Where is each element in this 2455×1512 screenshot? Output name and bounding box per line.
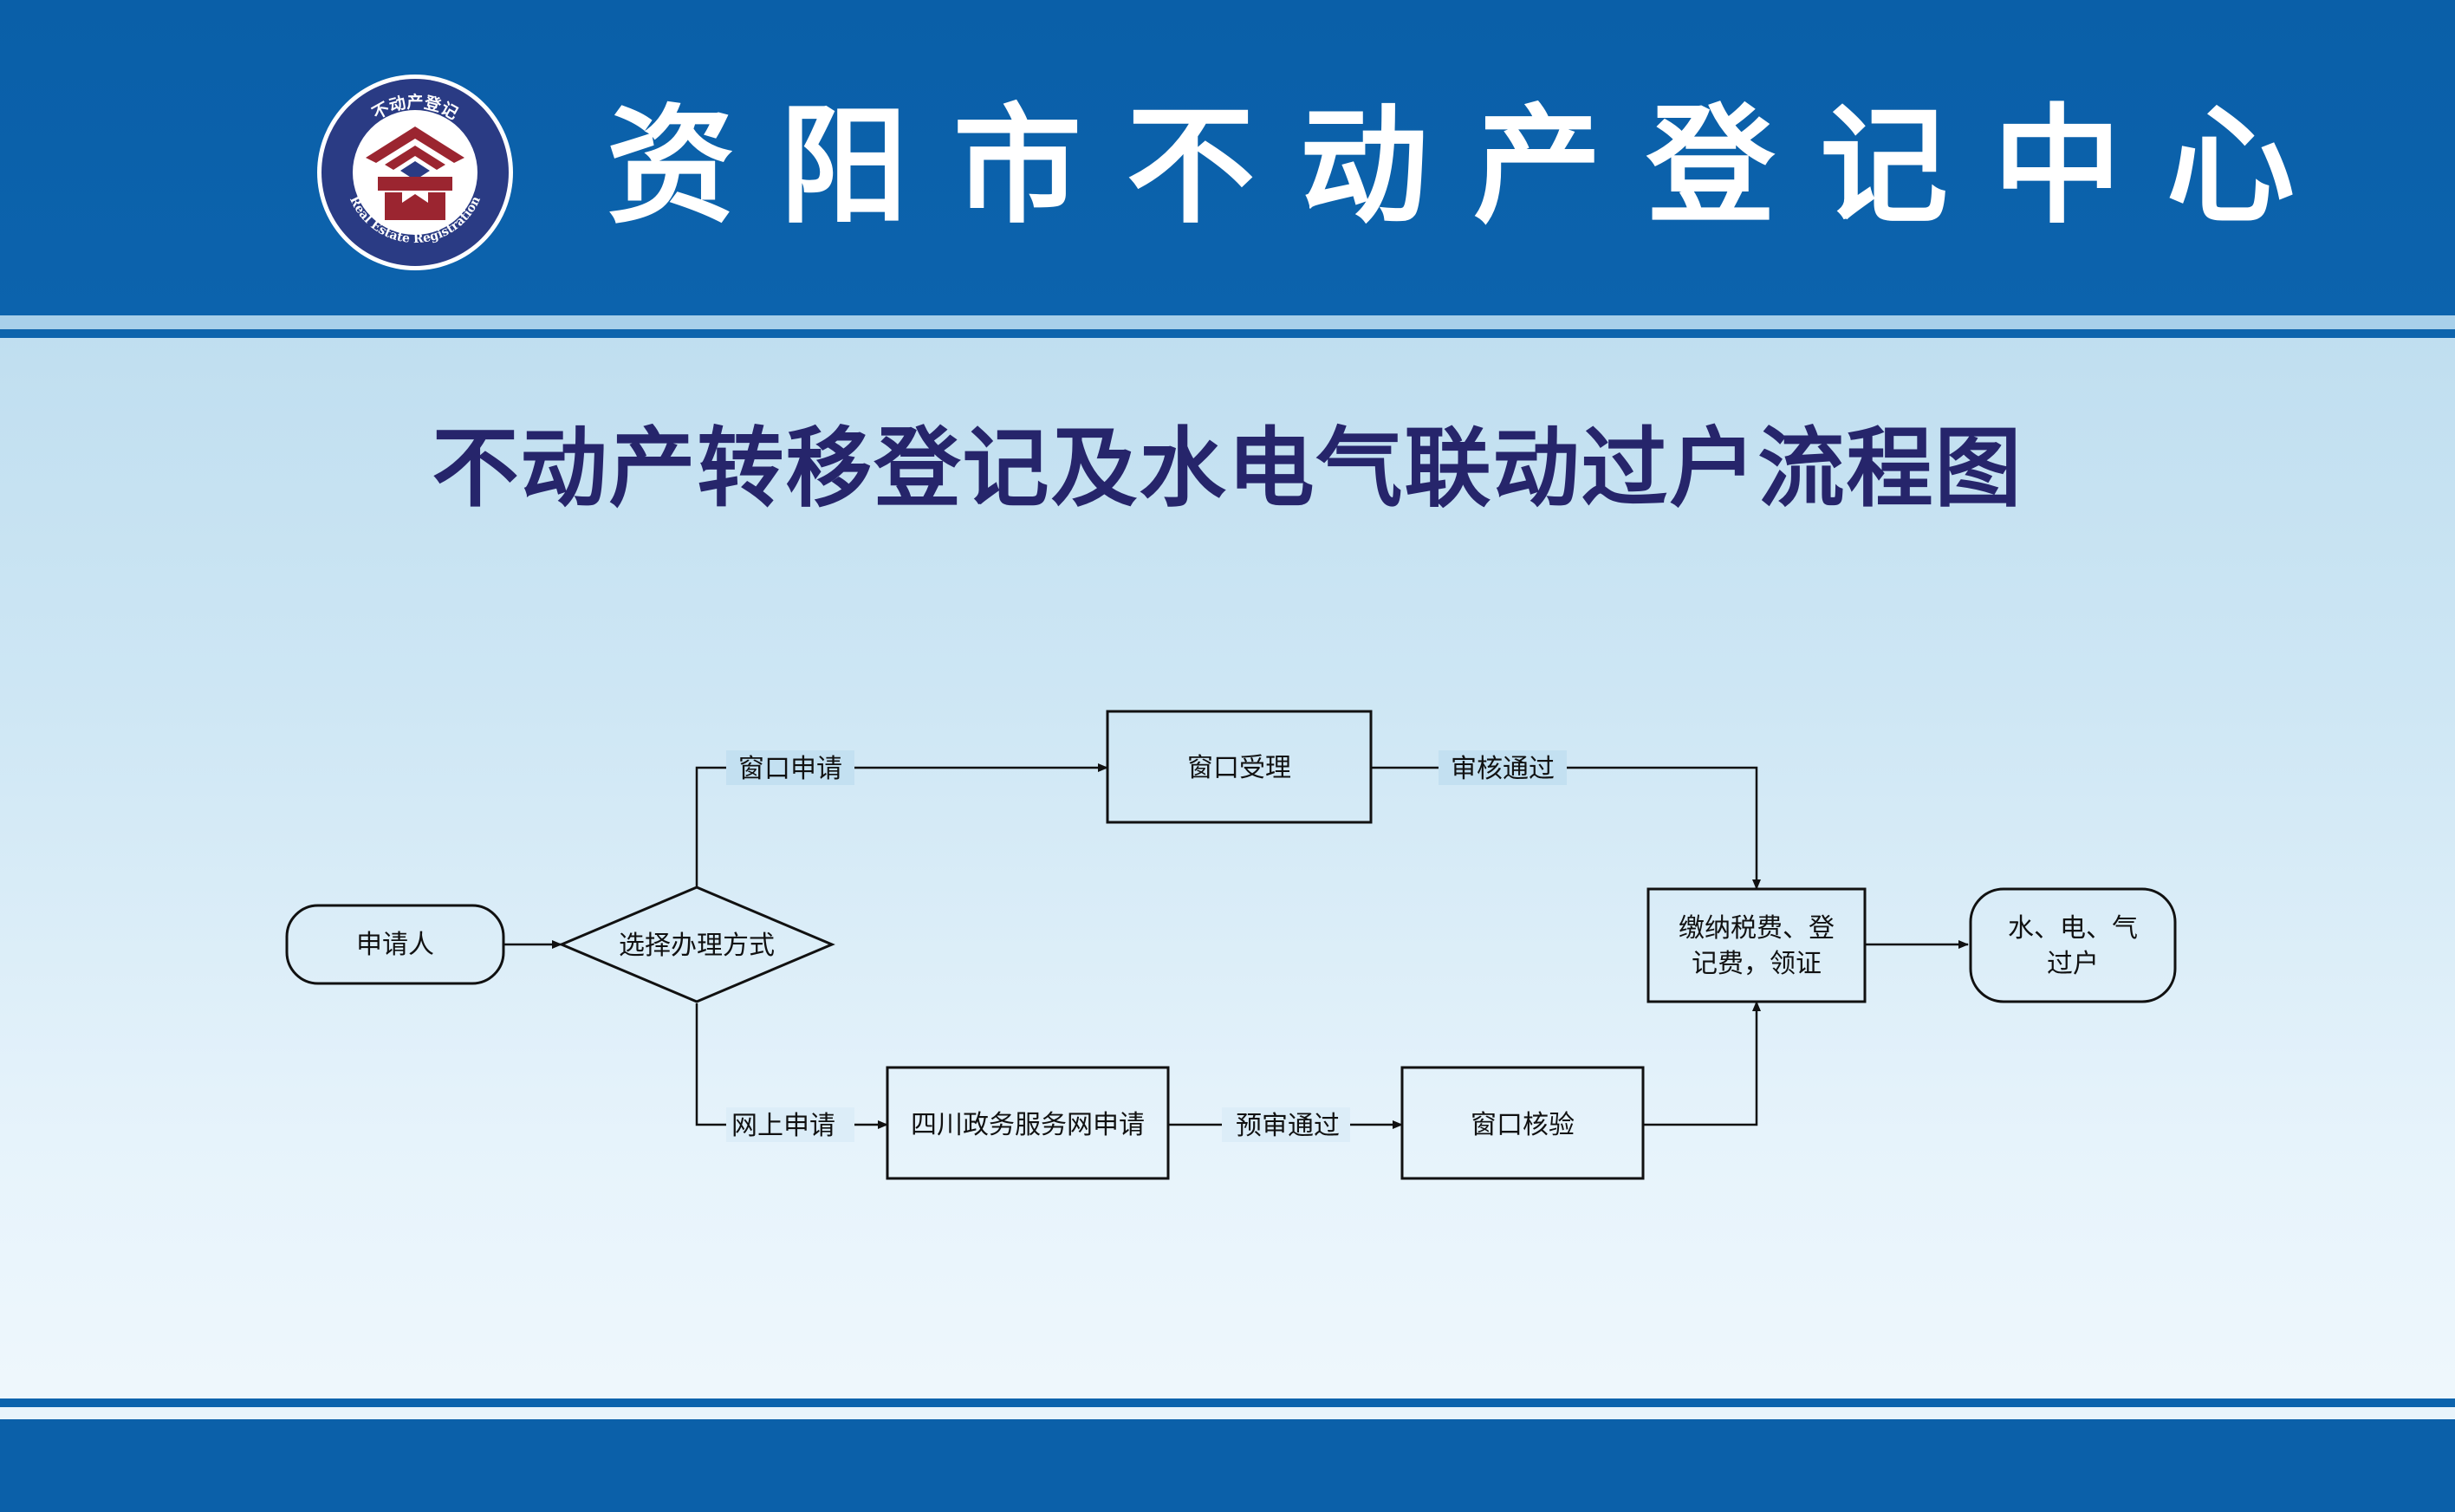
header-divider-light — [0, 315, 2455, 329]
node-pay-fees: 缴纳税费、登 记费，领证 — [1646, 887, 1867, 1003]
edge-label-window-apply: 窗口申请 — [738, 754, 842, 784]
node-applicant-label: 申请人 — [356, 930, 434, 960]
footer-divider-dark — [0, 1398, 2455, 1407]
edge-choose-to-window-accept — [695, 763, 1108, 887]
header-divider-dark — [0, 329, 2455, 338]
edge-label-review-pass: 审核通过 — [1451, 754, 1555, 784]
edge-window-verify-to-pay-fees — [1643, 1001, 1761, 1126]
node-pay-fees-line1: 缴纳税费、登 — [1679, 913, 1835, 944]
node-online-apply: 四川政务服务网申请 — [886, 1066, 1170, 1180]
edge-window-accept-to-pay-fees — [1371, 766, 1761, 890]
node-choose-method-label: 选择办理方式 — [619, 931, 775, 961]
node-window-verify: 窗口核验 — [1400, 1066, 1645, 1180]
node-window-verify-label: 窗口核验 — [1471, 1110, 1575, 1140]
footer-band — [0, 1419, 2455, 1512]
footer-divider-light — [0, 1407, 2455, 1419]
logo-building-emblem — [366, 127, 464, 220]
edge-label-online-apply: 网上申请 — [731, 1111, 835, 1141]
edge-choose-to-online-apply — [695, 1003, 888, 1129]
node-utility-transfer-line1: 水、电、气 — [2008, 913, 2138, 944]
page-title: 资阳市不动产登记中心 — [607, 92, 2340, 241]
node-pay-fees-line2: 记费，领证 — [1692, 949, 1822, 979]
node-utility-transfer: 水、电、气 过户 — [1969, 887, 2177, 1003]
edge-label-pre-review-pass: 预审通过 — [1236, 1111, 1340, 1141]
flowchart-title: 不动产转移登记及水电气联动过户流程图 — [432, 417, 2023, 519]
node-window-accept-label: 窗口受理 — [1187, 753, 1291, 783]
node-utility-transfer-line2: 过户 — [2047, 949, 2099, 979]
real-estate-registration-logo: 不动产登记 Real Estate Registration — [317, 75, 513, 270]
node-choose-method: 选择办理方式 — [558, 886, 835, 1003]
node-window-accept: 窗口受理 — [1106, 710, 1373, 824]
node-applicant: 申请人 — [285, 904, 505, 985]
node-online-apply-label: 四川政务服务网申请 — [911, 1110, 1145, 1140]
